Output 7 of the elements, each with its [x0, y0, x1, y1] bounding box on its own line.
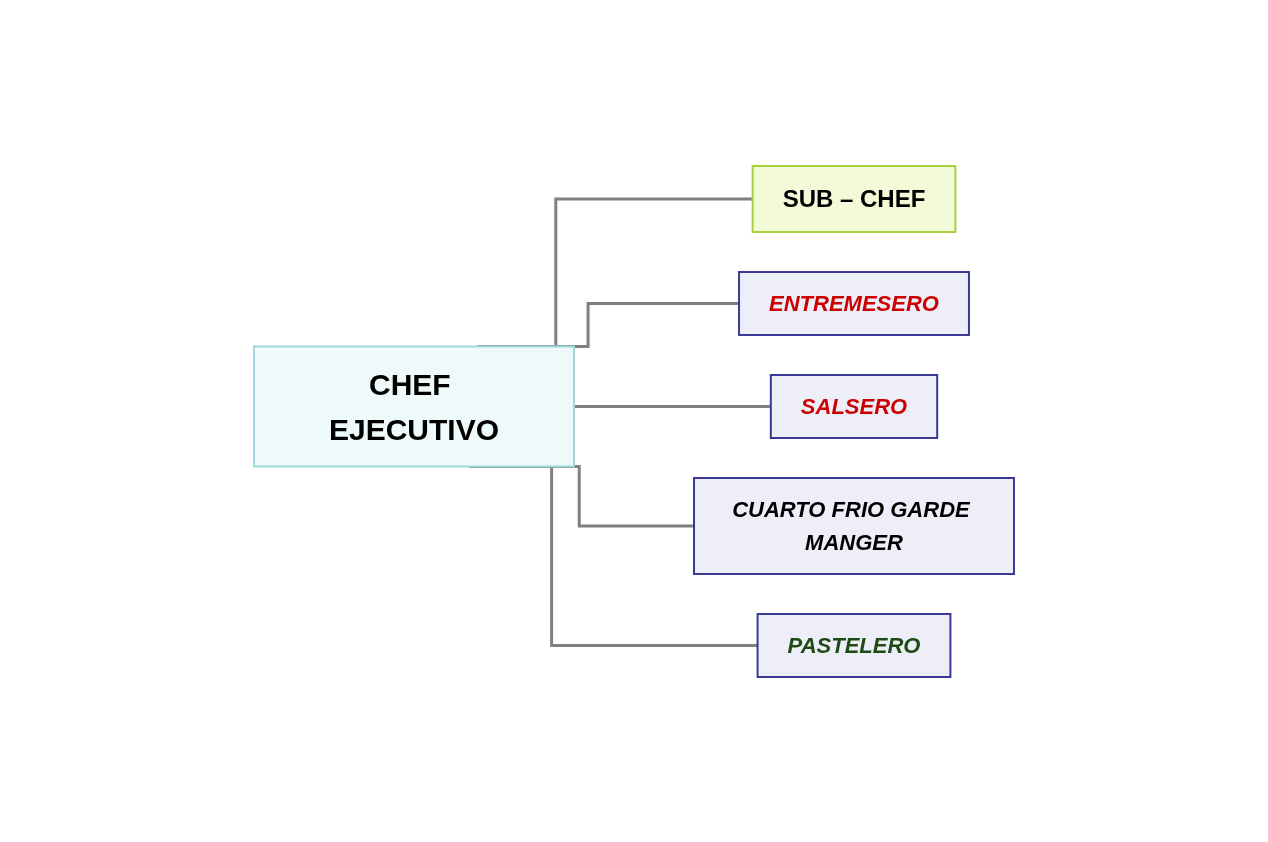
- node-box: CUARTO FRIO GARDE MANGER: [693, 476, 1015, 575]
- connector: [574, 404, 771, 408]
- node-box: PASTELERO: [756, 612, 952, 678]
- node-box: SUB – CHEF: [751, 164, 957, 233]
- node-box: SALSERO: [769, 373, 939, 439]
- node-box: ENTREMESERO: [738, 270, 970, 336]
- node-box: CHEF EJECUTIVO: [253, 345, 575, 467]
